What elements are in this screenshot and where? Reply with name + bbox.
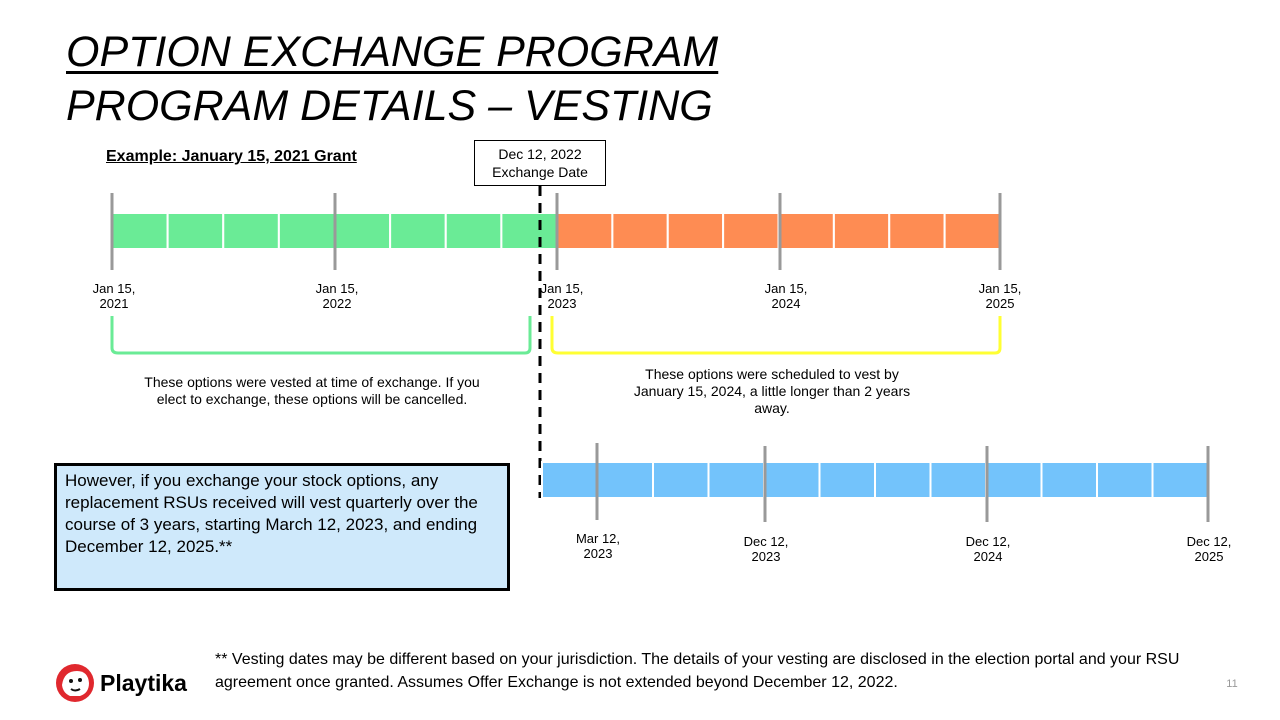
- tick-label-line: Jan 15,: [978, 281, 1022, 296]
- playtika-logo: Playtika: [54, 663, 187, 703]
- exchange-date: Dec 12, 2022: [498, 146, 582, 162]
- rsu-segment: [763, 461, 821, 499]
- unvested-bracket: [550, 316, 1002, 355]
- tick-label-line: Jan 15,: [92, 281, 136, 296]
- tick-label-line: 2023: [751, 549, 781, 564]
- tick-label-line: 2025: [985, 296, 1015, 311]
- vested-bracket: [110, 316, 532, 355]
- exchange-date-box: Dec 12, 2022 Exchange Date: [474, 140, 606, 186]
- title-line-1: OPTION EXCHANGE PROGRAM: [66, 28, 719, 76]
- rsu-info-box: However, if you exchange your stock opti…: [54, 463, 510, 591]
- tick-label-line: Jan 15,: [315, 281, 359, 296]
- tick-label-line: 2023: [547, 296, 577, 311]
- tick-label-line: 2024: [771, 296, 801, 311]
- vested-segment: [222, 212, 280, 250]
- rsu-segment: [652, 461, 710, 499]
- rsu-segment: [1096, 461, 1154, 499]
- rsu-segment: [596, 461, 654, 499]
- unvested-note: These options were scheduled to vest by …: [633, 366, 911, 416]
- tick-label-jan-2021: Jan 15, 2021: [69, 281, 159, 311]
- vested-segment: [277, 212, 336, 250]
- bottom-ticks: [595, 443, 1210, 522]
- tick-label-line: 2021: [99, 296, 129, 311]
- vested-segment: [333, 212, 392, 250]
- top-ticks: [110, 193, 1002, 270]
- unvested-segment: [611, 212, 669, 250]
- tick-label-line: Dec 12,: [965, 534, 1011, 549]
- tick-label-dec-2024: Dec 12, 2024: [943, 534, 1033, 564]
- rsu-segment: [1040, 461, 1098, 499]
- exchange-date-label: Exchange Date: [492, 164, 588, 180]
- tick-label-line: 2022: [322, 296, 352, 311]
- vested-segment: [500, 212, 558, 250]
- unvested-segment: [666, 212, 725, 250]
- rsu-segment: [985, 461, 1043, 499]
- tick-label-line: Jan 15,: [764, 281, 808, 296]
- tick-label-jan-2023: Jan 15, 2023: [517, 281, 607, 311]
- rsu-segment: [818, 461, 876, 499]
- tick-label-line: 2024: [973, 549, 1003, 564]
- title-line-2: PROGRAM DETAILS – VESTING: [66, 82, 713, 130]
- rsu-segment: [874, 461, 932, 499]
- tick-label-mar-2023: Mar 12, 2023: [553, 531, 643, 561]
- tick-label-jan-2022: Jan 15, 2022: [292, 281, 382, 311]
- vested-bar: [111, 212, 558, 250]
- rsu-segment: [1151, 461, 1209, 499]
- rsu-segment: [707, 461, 765, 499]
- tick-label-line: Dec 12,: [743, 534, 789, 549]
- tick-label-line: Mar 12,: [575, 531, 621, 546]
- rsu-vesting-bar: [541, 461, 1209, 499]
- rsu-segment: [929, 461, 987, 499]
- tick-label-line: Jan 15,: [540, 281, 584, 296]
- footnote: ** Vesting dates may be different based …: [215, 651, 1180, 691]
- vested-segment: [389, 212, 447, 250]
- tick-label-line: 2023: [583, 546, 613, 561]
- vested-segment: [111, 212, 169, 250]
- example-label: Example: January 15, 2021 Grant: [106, 148, 357, 165]
- unvested-segment: [556, 212, 614, 250]
- tick-label-jan-2024: Jan 15, 2024: [741, 281, 831, 311]
- vested-segment: [166, 212, 225, 250]
- vested-segment: [444, 212, 503, 250]
- unvested-segment: [722, 212, 780, 250]
- tick-label-line: Dec 12,: [1186, 534, 1232, 549]
- unvested-segment: [777, 212, 835, 250]
- unvested-segment: [832, 212, 891, 250]
- leopard-logo-icon: [56, 664, 94, 702]
- tick-label-line: 2025: [1194, 549, 1224, 564]
- logo-text: Playtika: [100, 669, 187, 696]
- tick-label-dec-2025: Dec 12, 2025: [1164, 534, 1254, 564]
- unvested-segment: [943, 212, 1001, 250]
- page-number: 11: [1226, 678, 1238, 690]
- unvested-bar: [556, 212, 1001, 250]
- tick-label-dec-2023: Dec 12, 2023: [721, 534, 811, 564]
- tick-label-jan-2025: Jan 15, 2025: [955, 281, 1045, 311]
- vested-note: These options were vested at time of exc…: [144, 374, 480, 407]
- unvested-segment: [888, 212, 946, 250]
- rsu-segment: [541, 461, 599, 499]
